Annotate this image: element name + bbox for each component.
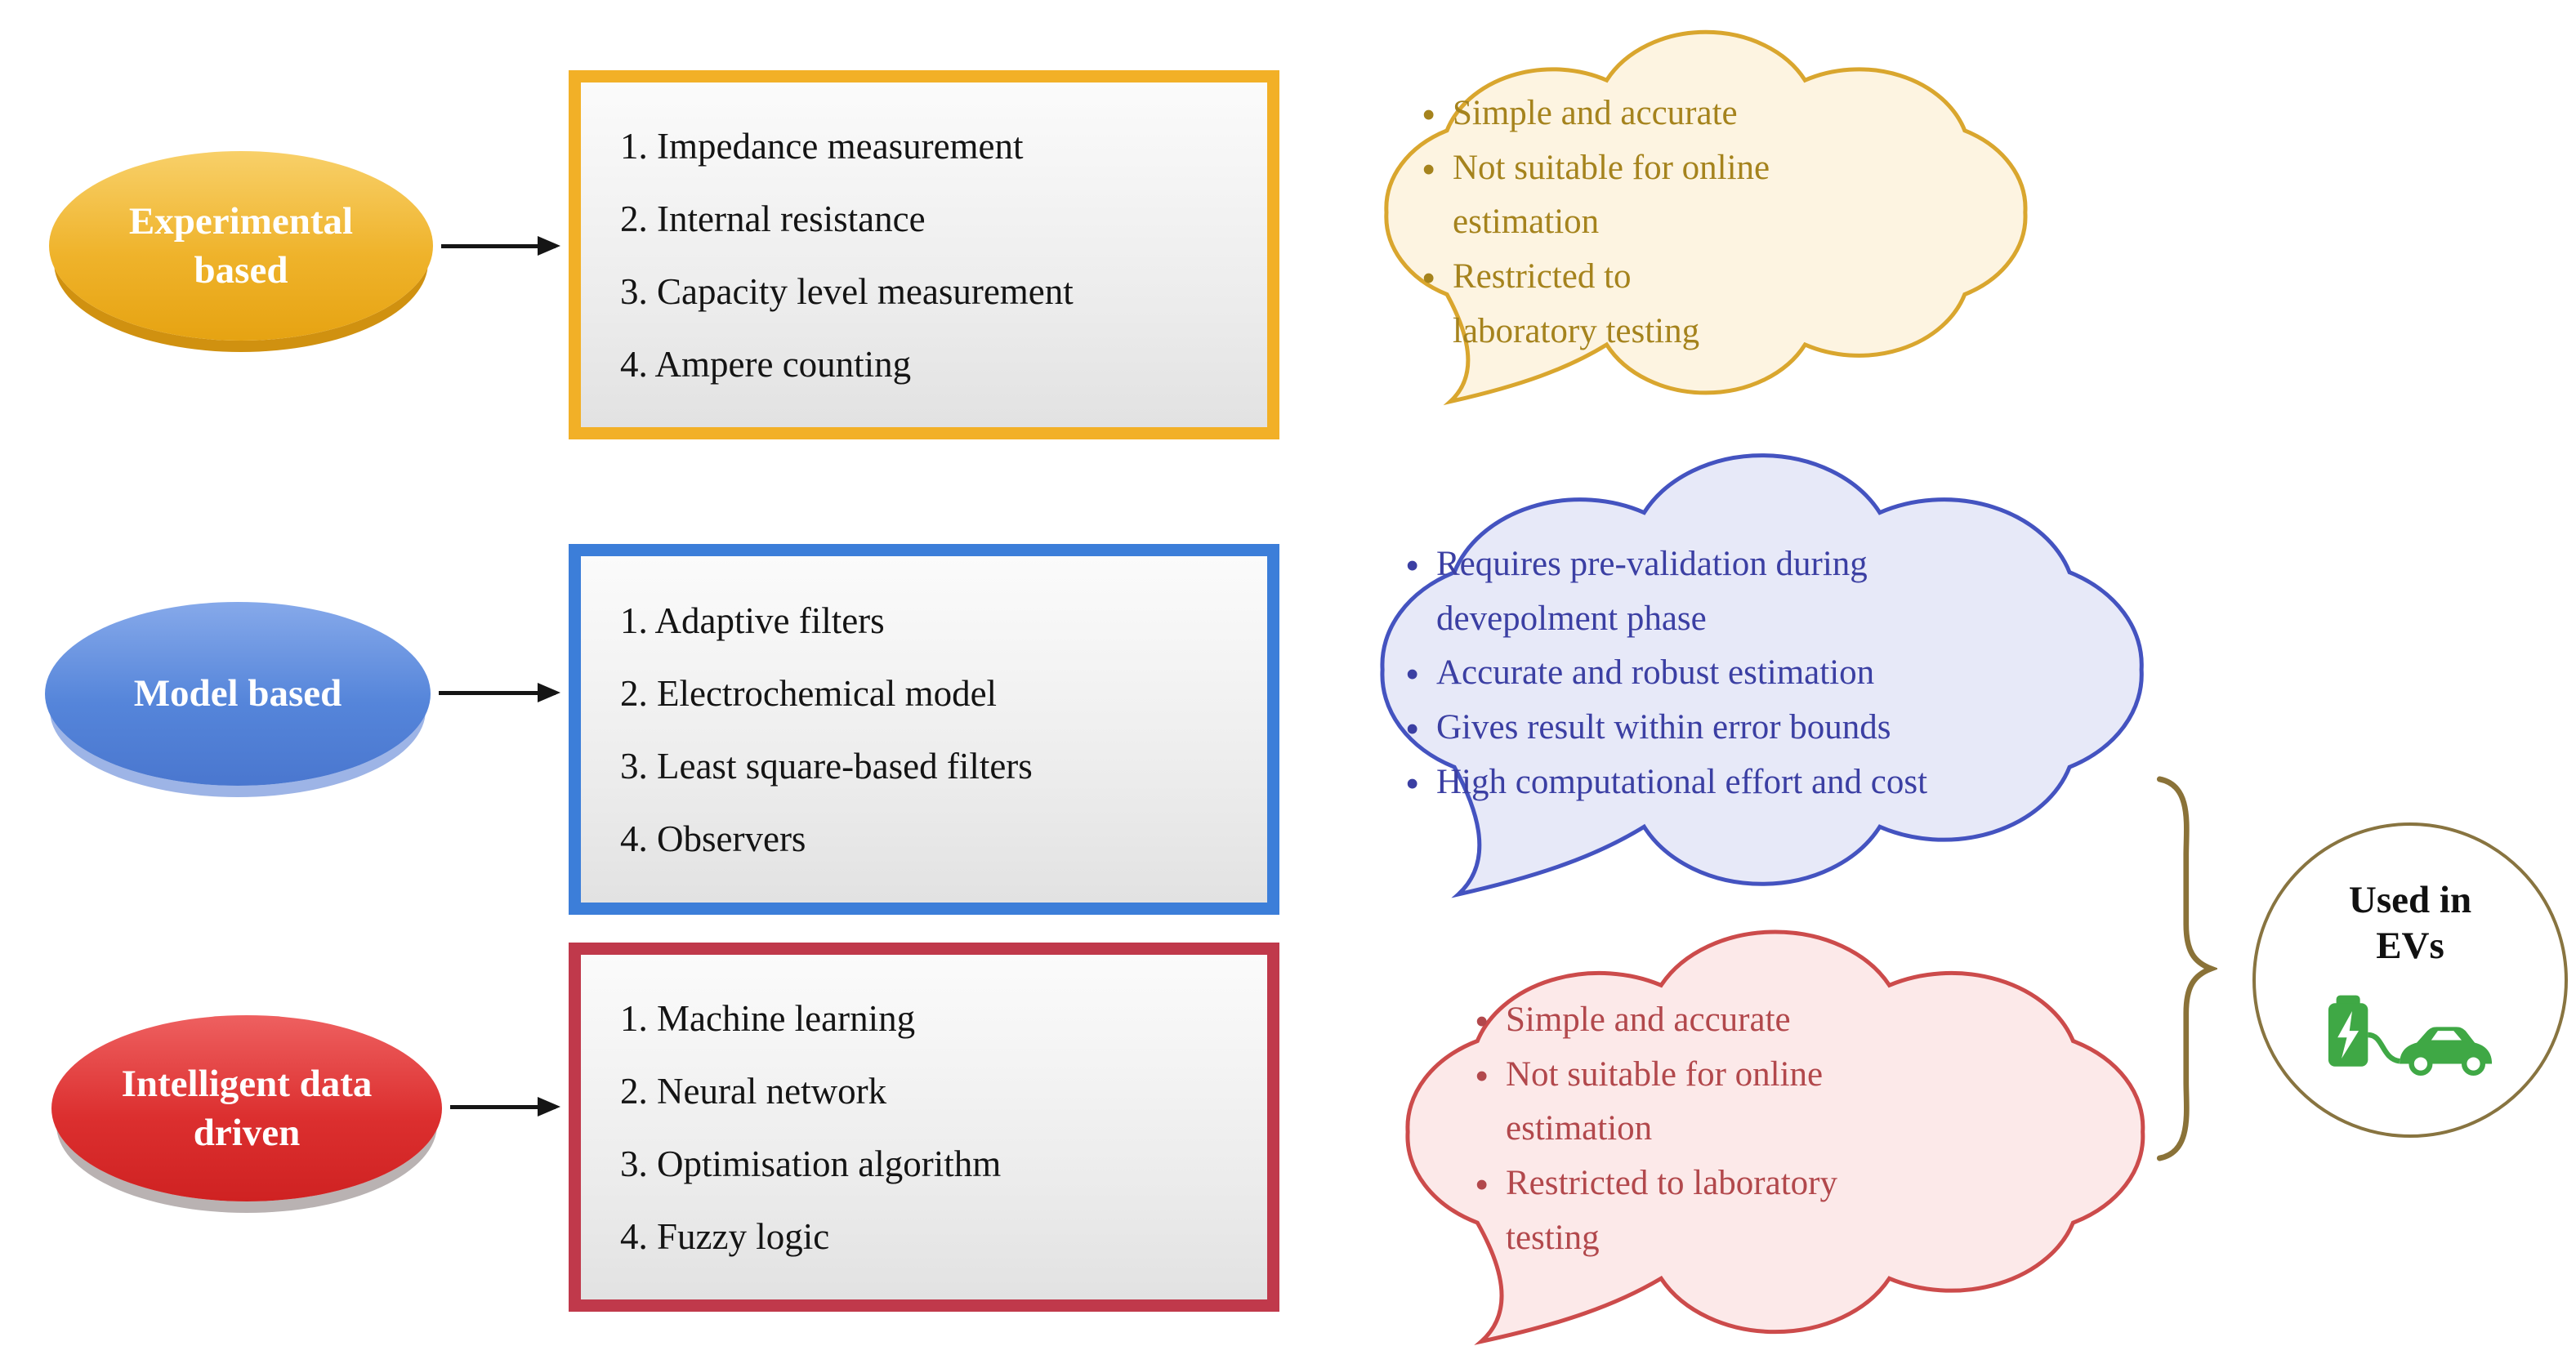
method-item: 2. Neural network: [620, 1070, 887, 1112]
note-item: Not suitable for online estimation: [1475, 1045, 1859, 1157]
methods-box-experimental: 1. Impedance measurement 2. Internal res…: [569, 70, 1279, 439]
used-in-evs-circle: Used in EVs: [2252, 822, 2568, 1138]
methods-box-intelligent-data-driven: 1. Machine learning 2. Neural network 3.…: [569, 943, 1279, 1312]
method-item: 1. Adaptive filters: [620, 599, 885, 641]
used-in-evs-label: Used in EVs: [2348, 878, 2472, 967]
notes-list: Requires pre-validation during devepolme…: [1405, 535, 1940, 815]
method-item: 4. Fuzzy logic: [620, 1215, 830, 1257]
note-item: Simple and accurate: [1422, 84, 1773, 146]
category-ellipse-intelligent-data-driven: Intelligent data driven: [51, 1015, 442, 1201]
note-item: Restricted to laboratory testing: [1422, 247, 1773, 359]
method-item: 1. Machine learning: [620, 997, 916, 1039]
method-item: 4. Ampere counting: [620, 343, 912, 385]
note-item: Accurate and robust estimation: [1405, 644, 1940, 706]
thought-cloud-intelligent-data-driven: Simple and accurate Not suitable for onl…: [1307, 902, 2181, 1355]
category-label: Model based: [133, 672, 342, 715]
methods-list: 1. Machine learning 2. Neural network 3.…: [581, 955, 1267, 1299]
methods-box-model: 1. Adaptive filters 2. Electrochemical m…: [569, 544, 1279, 915]
connector-arrow: [441, 236, 560, 256]
notes-list: Simple and accurate Not suitable for onl…: [1475, 991, 1859, 1265]
connector-arrow: [439, 683, 560, 702]
category-label: Experimental based: [128, 199, 354, 292]
methods-list: 1. Impedance measurement 2. Internal res…: [581, 82, 1267, 427]
category-label: Intelligent data driven: [121, 1062, 373, 1154]
thought-cloud-experimental: Simple and accurate Not suitable for onl…: [1299, 5, 2059, 417]
ev-charging-car-icon: [2318, 987, 2502, 1083]
note-item: Simple and accurate: [1475, 991, 1859, 1053]
note-item: Gives result within error bounds: [1405, 698, 1940, 760]
note-item: Requires pre-validation during devepolme…: [1405, 535, 1940, 646]
method-item: 2. Internal resistance: [620, 198, 926, 239]
category-ellipse-experimental: Experimental based: [49, 151, 433, 341]
note-item: High computational effort and cost: [1405, 753, 1940, 815]
category-ellipse-model: Model based: [45, 602, 431, 786]
method-item: 4. Observers: [620, 818, 806, 859]
connector-arrow: [450, 1097, 560, 1117]
methods-list: 1. Adaptive filters 2. Electrochemical m…: [581, 556, 1267, 903]
notes-list: Simple and accurate Not suitable for onl…: [1422, 84, 1773, 359]
method-item: 1. Impedance measurement: [620, 125, 1024, 167]
thought-cloud-model: Requires pre-validation during devepolme…: [1279, 423, 2181, 913]
curly-brace: [2147, 774, 2220, 1163]
method-item: 2. Electrochemical model: [620, 672, 998, 714]
note-item: Not suitable for online estimation: [1422, 139, 1773, 250]
method-item: 3. Capacity level measurement: [620, 270, 1074, 312]
method-item: 3. Optimisation algorithm: [620, 1143, 1002, 1184]
note-item: Restricted to laboratory testing: [1475, 1154, 1859, 1265]
method-item: 3. Least square-based filters: [620, 745, 1033, 787]
